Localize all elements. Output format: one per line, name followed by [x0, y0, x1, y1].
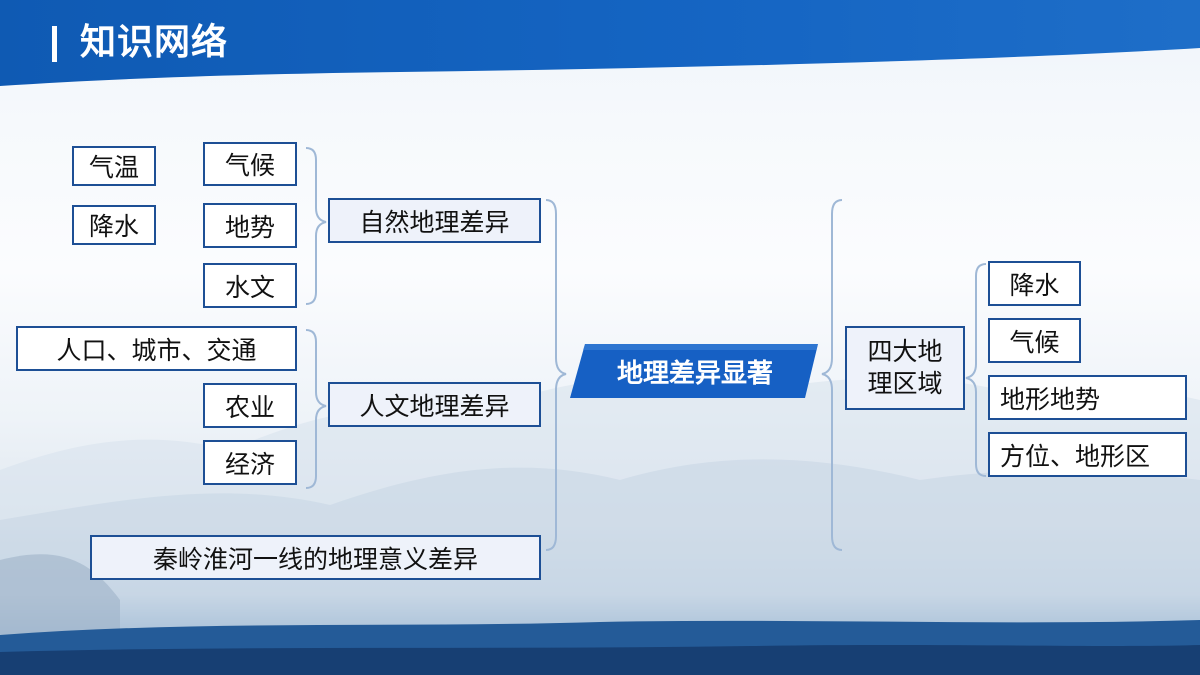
node-terrain: 地势: [203, 203, 297, 248]
node-four-regions: 四大地 理区域: [845, 326, 965, 410]
four-regions-line2: 理区域: [867, 369, 943, 398]
node-economy: 经济: [203, 440, 297, 485]
natural-bracket: [305, 147, 327, 305]
center-node-label: 地理差异显著: [616, 358, 773, 389]
node-natural-difference: 自然地理差异: [328, 198, 541, 243]
title-banner: 知识网络: [0, 0, 1200, 90]
node-climate: 气候: [203, 142, 297, 186]
node-agriculture: 农业: [203, 383, 297, 428]
node-climate-right: 气候: [988, 318, 1081, 363]
node-precipitation-factor: 降水: [72, 205, 156, 245]
node-population-city-transport: 人口、城市、交通: [16, 326, 297, 371]
human-bracket: [305, 329, 327, 489]
main-left-bracket: [545, 199, 567, 551]
center-node-shape: [570, 344, 818, 398]
node-qinling-huaihe: 秦岭淮河一线的地理意义差异: [90, 535, 541, 580]
four-regions-line1: 四大地: [867, 337, 943, 366]
node-temperature: 气温: [72, 146, 156, 186]
title-accent-bar: [52, 26, 57, 62]
node-location-landform-area: 方位、地形区: [988, 432, 1187, 477]
node-landform-terrain: 地形地势: [988, 375, 1187, 420]
node-human-difference: 人文地理差异: [328, 382, 541, 427]
node-precipitation: 降水: [988, 261, 1081, 306]
main-right-bracket: [821, 199, 843, 551]
node-hydrology: 水文: [203, 263, 297, 308]
page-title: 知识网络: [80, 22, 229, 63]
regions-bracket: [965, 263, 987, 477]
